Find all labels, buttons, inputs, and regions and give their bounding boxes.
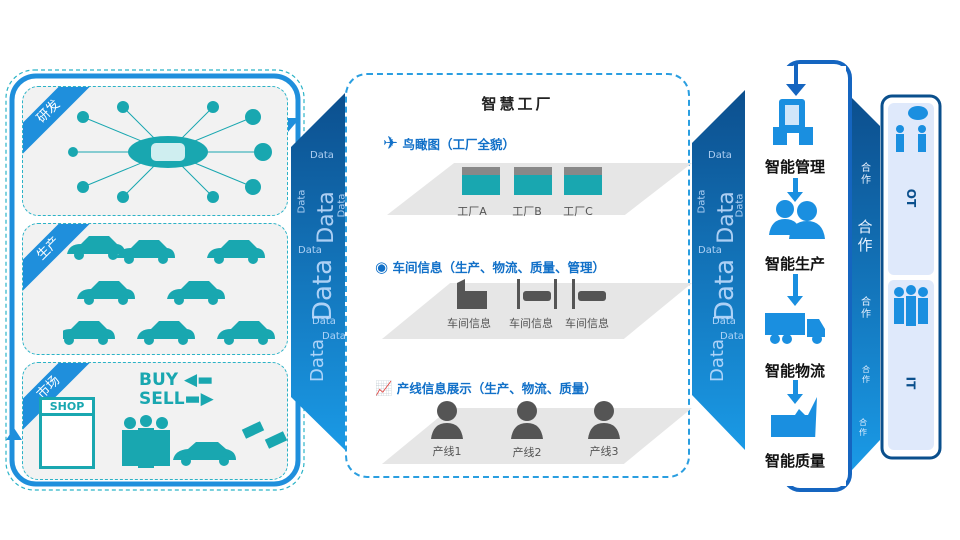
data-label: Data xyxy=(306,339,328,382)
line-1-label: 产线1 xyxy=(432,445,462,458)
workshop-section-title: ◉ 车间信息（生产、物流、质量、管理） xyxy=(375,258,605,276)
shop-sign: SHOP xyxy=(42,400,92,416)
flow-smart-logistics: 智能物流 xyxy=(764,362,825,380)
engineers-icon xyxy=(769,200,825,239)
factory-a-label: 工厂A xyxy=(457,205,487,218)
factory-building-icons xyxy=(462,167,602,195)
line-3-label: 产线3 xyxy=(589,445,619,458)
flow-icons xyxy=(765,99,825,437)
data-label: Data xyxy=(734,193,746,218)
factory-b-label: 工厂B xyxy=(512,205,542,218)
coop-band xyxy=(852,98,880,470)
car-parts-icon xyxy=(68,101,272,203)
eye-icon: ◉ xyxy=(375,258,389,276)
coop-label: 合作 xyxy=(862,365,870,384)
airplane-icon: ✈ xyxy=(383,133,399,154)
buy-label: BUY xyxy=(139,370,179,390)
data-label: Data xyxy=(708,150,732,161)
data-band-left xyxy=(291,93,345,450)
data-label: Data xyxy=(322,331,346,342)
flow-arrows xyxy=(787,178,803,404)
data-label: Data xyxy=(698,245,722,256)
cars-icon xyxy=(63,236,275,345)
quality-chart-icon xyxy=(771,397,817,437)
factory-c-label: 工厂C xyxy=(563,205,593,218)
flow-smart-production: 智能生产 xyxy=(764,255,825,273)
sell-label: SELL xyxy=(139,389,185,409)
it-team-icon xyxy=(894,285,928,326)
coop-label: 合作 xyxy=(857,218,873,254)
data-band-right xyxy=(692,90,745,450)
loop-arrow-icon xyxy=(6,428,22,440)
data-label: Data xyxy=(296,189,308,214)
coop-label: 合作 xyxy=(859,418,867,437)
worker-icons xyxy=(431,401,620,439)
line-2-label: 产线2 xyxy=(512,446,542,459)
shop-icon: SHOP xyxy=(39,397,95,469)
data-label: Data xyxy=(696,189,708,214)
rd-panel: 研发 xyxy=(22,86,288,216)
data-label: Data xyxy=(710,258,741,322)
data-label: Data xyxy=(720,331,744,342)
data-label: Data xyxy=(712,316,736,327)
line-chart-icon: 📈 xyxy=(375,381,393,397)
data-label: Data xyxy=(298,245,322,256)
production-panel: 生产 xyxy=(22,223,288,355)
it-label: IT xyxy=(903,376,918,390)
ot-label: OT xyxy=(904,188,919,208)
smart-factory-panel: 智慧工厂 ✈ 鸟瞰图（工厂全貌） 工厂A 工厂B 工厂C ◉ 车间信息（生产、物… xyxy=(345,73,692,478)
workshop-label: 车间信息 xyxy=(565,317,609,330)
ot-people-chat-icon xyxy=(896,106,928,152)
workshop-icons xyxy=(457,279,606,309)
workshop-label: 车间信息 xyxy=(447,317,491,330)
flow-smart-quality: 智能质量 xyxy=(764,452,825,470)
buy-sell: BUY ◀▬ SELL▬▶ xyxy=(139,370,214,409)
truck-icon xyxy=(765,313,825,344)
people-car-icon xyxy=(122,415,287,468)
line-section-title: 📈 产线信息展示（生产、物流、质量） xyxy=(375,381,597,397)
data-label: Data xyxy=(706,339,728,382)
birdseye-section-title: ✈ 鸟瞰图（工厂全貌） xyxy=(383,133,515,154)
data-label: Data xyxy=(313,191,339,244)
ot-panel: OT xyxy=(888,103,934,275)
coop-label: 合作 xyxy=(861,297,871,320)
data-label: Data xyxy=(310,150,334,161)
workshop-label: 车间信息 xyxy=(509,317,553,330)
data-label: Data xyxy=(312,316,336,327)
flow-smart-management: 智能管理 xyxy=(764,158,825,176)
it-panel: IT xyxy=(888,280,934,450)
coop-label: 合作 xyxy=(861,163,871,186)
data-label: Data xyxy=(308,258,339,322)
smart-factory-title: 智慧工厂 xyxy=(481,95,554,113)
market-panel: 市场 SHOP BUY ◀▬ SELL▬▶ xyxy=(22,362,288,480)
